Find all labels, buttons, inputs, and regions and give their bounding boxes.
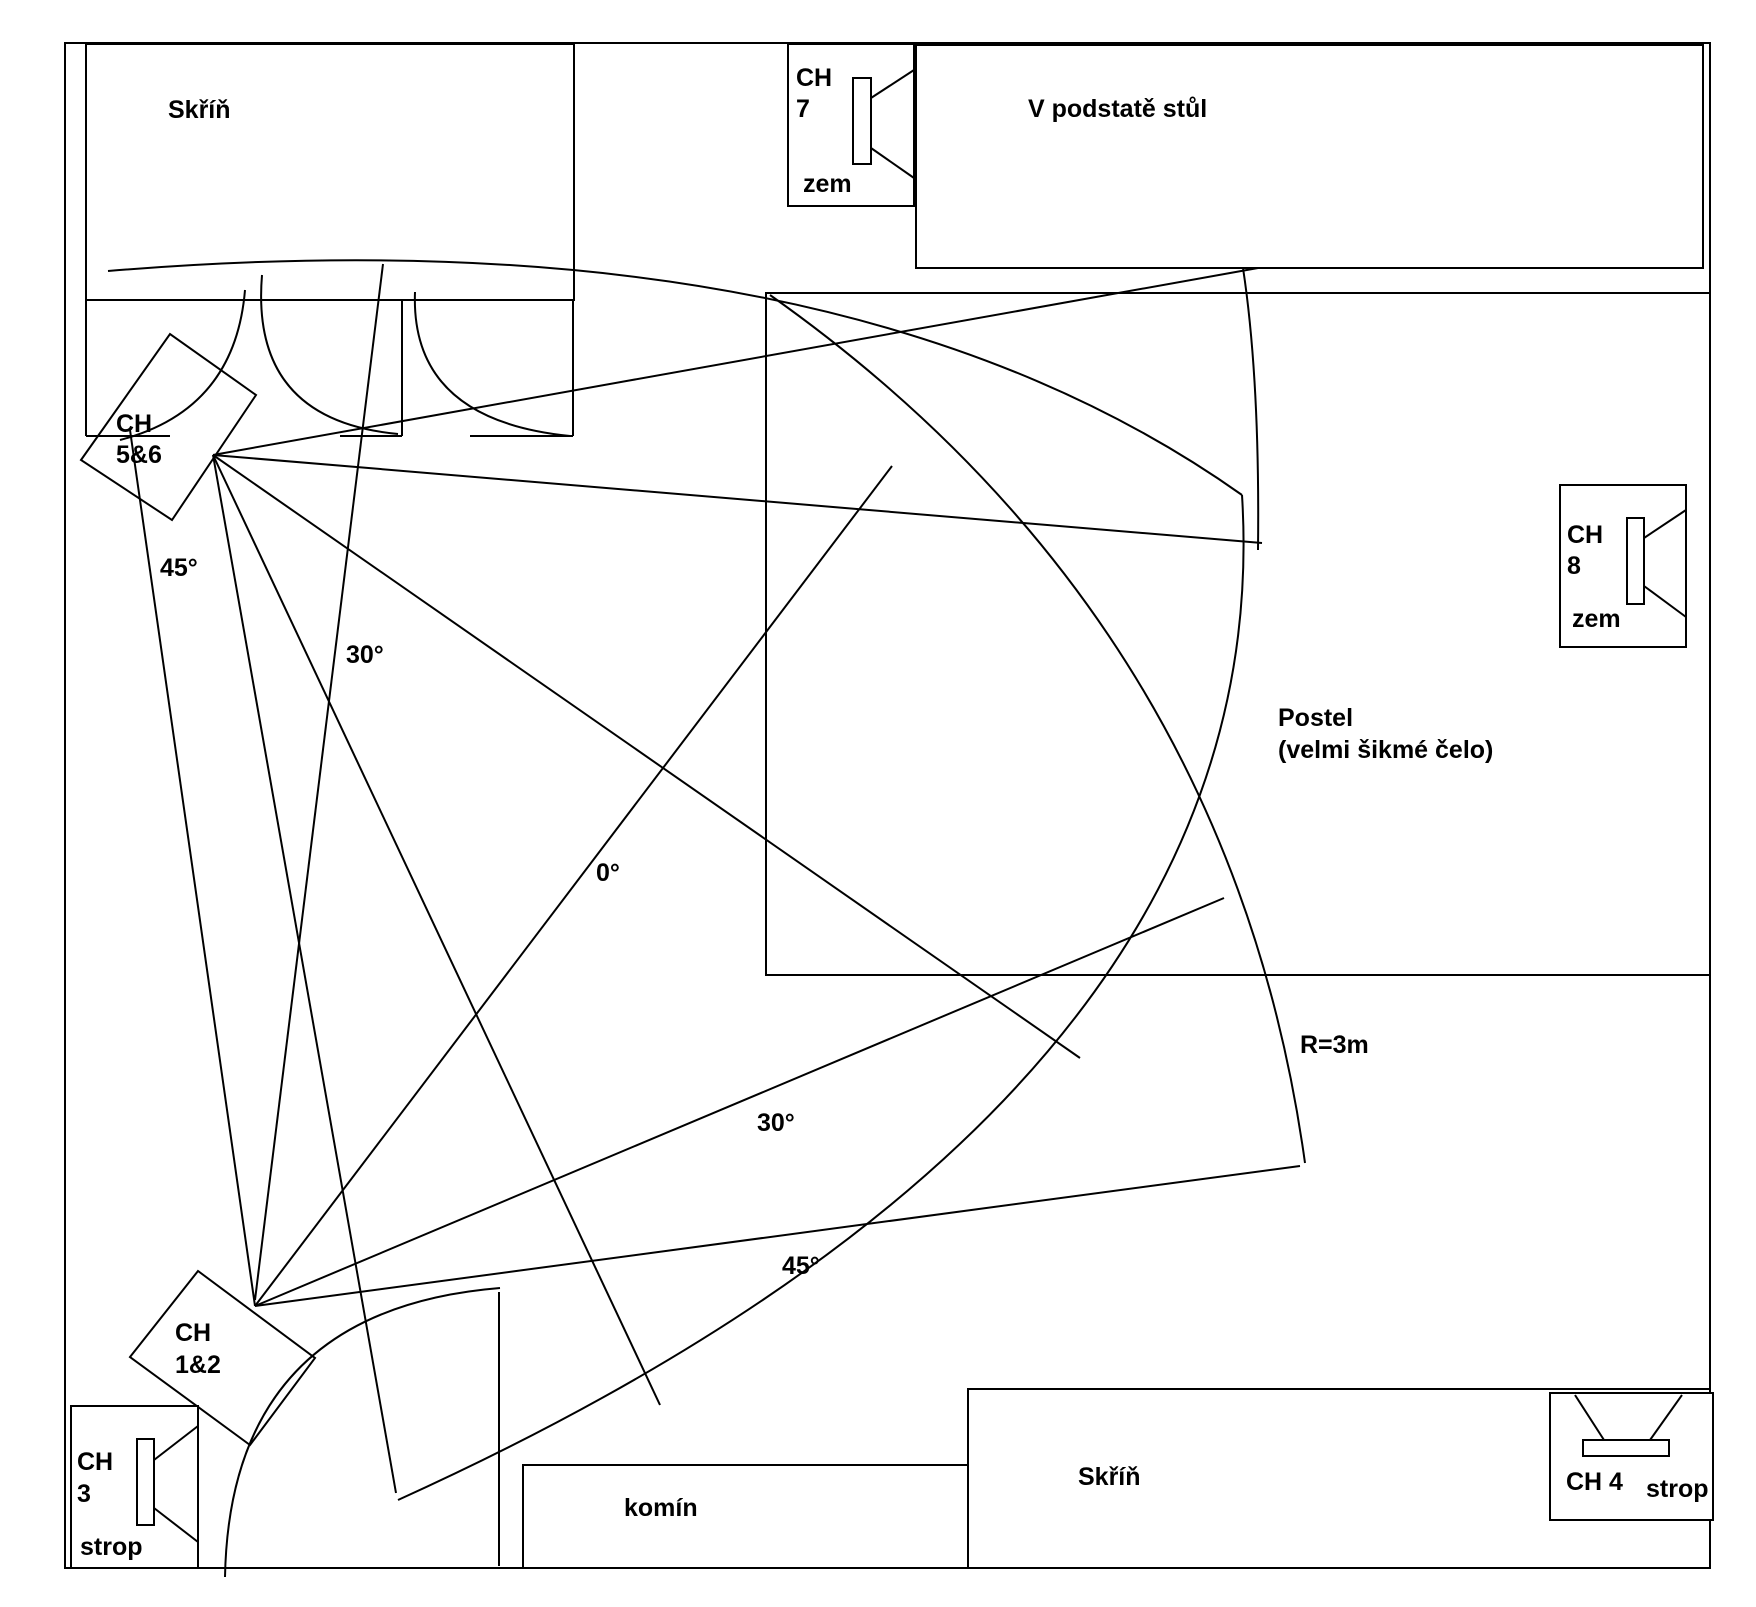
speaker-ch7: CH 7 zem xyxy=(787,43,915,207)
wardrobe-bottom-label: Skříň xyxy=(1078,1463,1141,1491)
speaker-ch12: CH 1&2 xyxy=(128,1269,317,1447)
speaker-ch8: CH 8 zem xyxy=(1559,484,1687,648)
room-outline xyxy=(64,42,1711,1569)
chimney: komín xyxy=(522,1464,969,1569)
speaker-ch7-mount: zem xyxy=(803,170,852,198)
speaker-ch7-line1: CH xyxy=(796,64,832,92)
speaker-ch3-icon xyxy=(136,1438,155,1526)
speaker-ch7-icon xyxy=(852,77,872,165)
speaker-ch3-line1: CH xyxy=(77,1448,113,1476)
angle-label-zero: 0° xyxy=(596,859,620,887)
desk: V podstatě stůl xyxy=(915,44,1704,269)
speaker-ch8-icon xyxy=(1626,517,1645,605)
speaker-ch3-mount: strop xyxy=(80,1533,143,1561)
desk-label: V podstatě stůl xyxy=(1028,95,1207,123)
speaker-ch4-icon xyxy=(1582,1439,1670,1457)
bed-label-line1: Postel xyxy=(1278,704,1353,732)
angle-label-lower-30: 30° xyxy=(757,1109,795,1137)
speaker-ch56-line1: CH xyxy=(116,410,152,438)
speaker-ch56-line2: 5&6 xyxy=(116,441,162,469)
chimney-label: komín xyxy=(624,1494,698,1522)
room-door xyxy=(224,1287,501,1578)
angle-label-upper-30: 30° xyxy=(346,641,384,669)
speaker-ch12-line1: CH xyxy=(175,1319,211,1347)
radius-label: R=3m xyxy=(1300,1031,1369,1059)
angle-label-upper-45: 45° xyxy=(160,554,198,582)
speaker-ch12-line2: 1&2 xyxy=(175,1351,221,1379)
wardrobe-doors xyxy=(85,274,574,441)
speaker-ch4: CH 4 strop xyxy=(1549,1392,1714,1521)
wardrobe-top: Skříň xyxy=(85,43,575,301)
radius-arcs xyxy=(107,259,1306,1501)
bed-label-line2: (velmi šikmé čelo) xyxy=(1278,736,1493,764)
bed: Postel (velmi šikmé čelo) xyxy=(765,292,1711,976)
speaker-ch56: CH 5&6 xyxy=(79,332,258,522)
angle-label-lower-45: 45° xyxy=(782,1252,820,1280)
speaker-ch4-mount: strop xyxy=(1646,1475,1709,1503)
speaker-ch7-line2: 7 xyxy=(796,95,810,123)
beams-ch12 xyxy=(129,429,1301,1307)
speaker-ch4-label: CH 4 xyxy=(1566,1468,1623,1496)
speaker-ch8-mount: zem xyxy=(1572,605,1621,633)
speaker-ch8-line1: CH xyxy=(1567,521,1603,549)
beams-ch56 xyxy=(212,263,1263,1494)
speaker-ch3: CH 3 strop xyxy=(70,1405,199,1569)
speaker-ch8-line2: 8 xyxy=(1567,552,1581,580)
wardrobe-top-label: Skříň xyxy=(168,96,231,124)
speaker-ch3-line2: 3 xyxy=(77,1480,91,1508)
